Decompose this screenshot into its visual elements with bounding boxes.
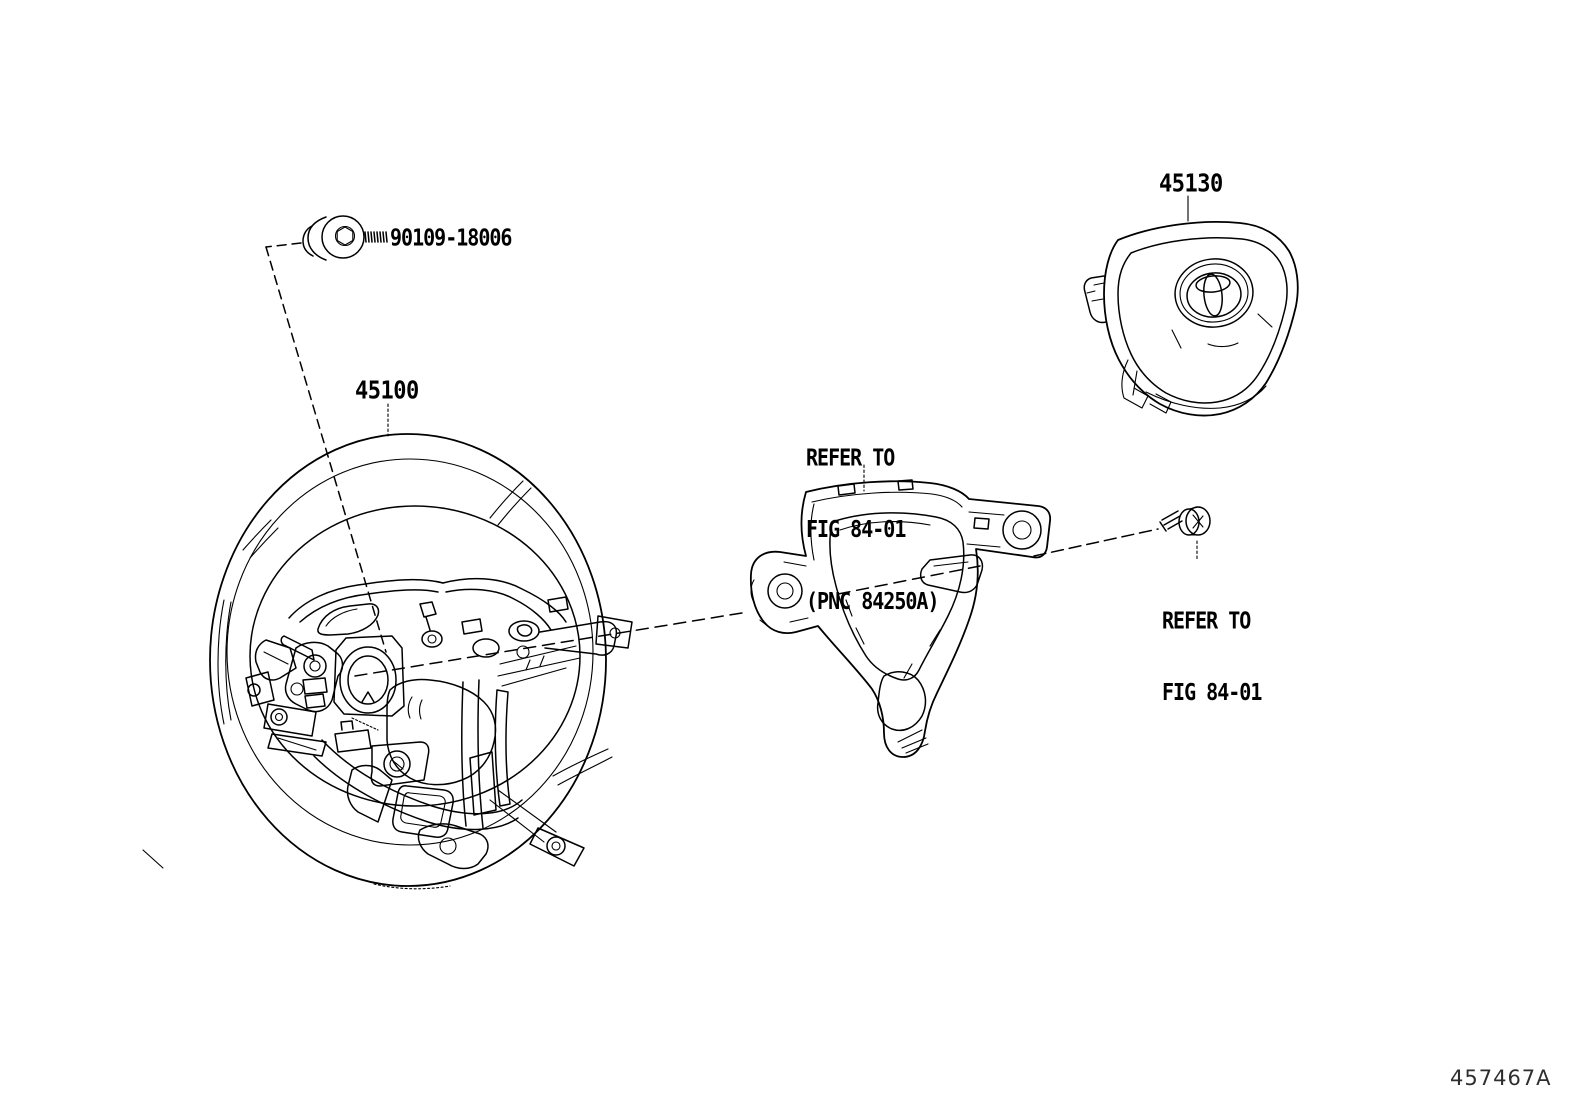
screw-cross-recess-icon: [1192, 514, 1204, 529]
bolt-thread-hatch: [364, 231, 388, 243]
bezel-reference-note: REFER TO FIG 84-01 (PNC 84250A): [806, 398, 939, 661]
part-number-45130: 45130: [1159, 170, 1223, 199]
bezel-reference-note-line2: FIG 84-01: [806, 515, 906, 543]
screw-reference-note: REFER TO FIG 84-01: [1162, 561, 1262, 753]
bezel-reference-note-line1: REFER TO: [806, 443, 895, 471]
screw-thread-hatch: [1159, 510, 1183, 532]
airbag-drawing: [1083, 220, 1299, 417]
bolt-leader-line: [265, 242, 387, 653]
hub-centerline: [354, 565, 981, 677]
bezel-left-wing-hole: [767, 573, 803, 609]
screw-drawing: [1159, 506, 1211, 536]
wheel-hub: [245, 577, 633, 870]
screw-axis-line: [1033, 528, 1159, 557]
steering-wheel-drawing: [142, 433, 633, 890]
figure-code: 457467A: [1450, 1066, 1552, 1090]
bezel-right-wing-hole: [1002, 510, 1042, 550]
switch-bezel-drawing: [749, 479, 1052, 758]
label-leader-lines: [387, 195, 1198, 562]
part-number-90109-18006: 90109-18006: [390, 224, 512, 252]
bolt-drawing: [302, 215, 388, 261]
part-number-45100: 45100: [355, 377, 419, 406]
bezel-reference-note-line3: (PNC 84250A): [806, 587, 939, 615]
wheel-rim: [142, 433, 613, 890]
screw-reference-note-line1: REFER TO: [1162, 606, 1251, 634]
toyota-logo: [1174, 258, 1254, 328]
bolt-hex-socket-icon: [334, 225, 356, 247]
screw-reference-note-line2: FIG 84-01: [1162, 678, 1262, 706]
